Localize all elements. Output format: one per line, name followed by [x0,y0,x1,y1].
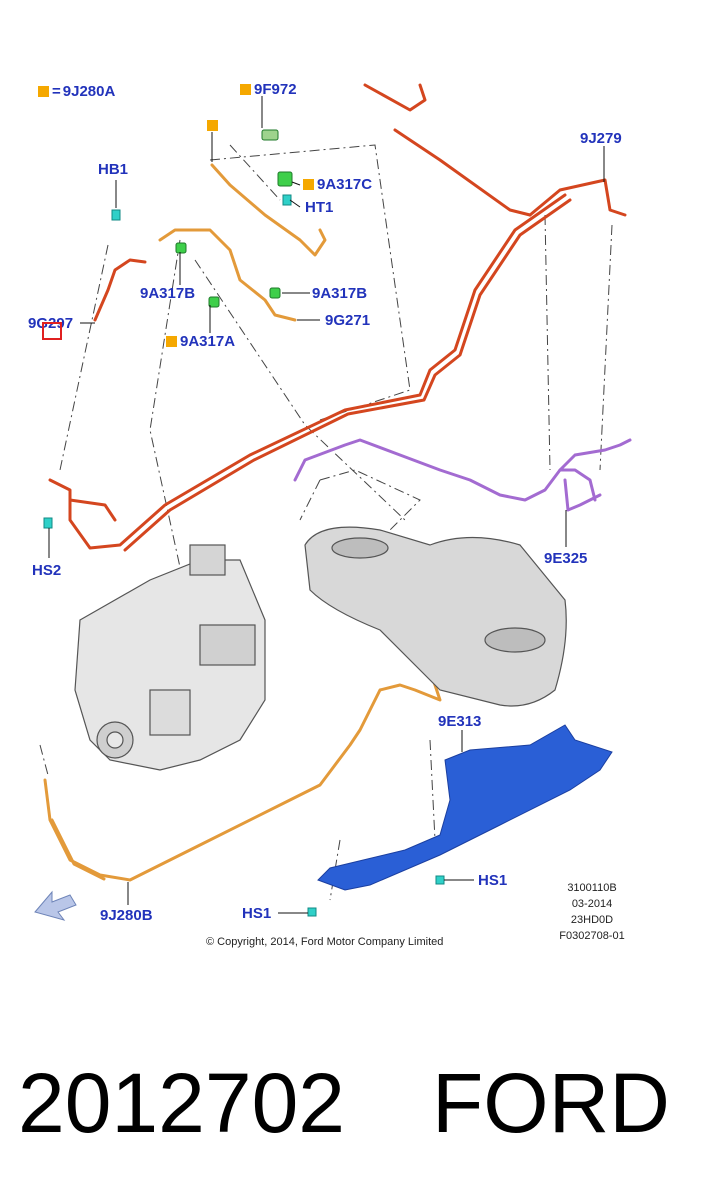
callout-HT1: HT1 [305,199,334,216]
legend-label: 9J280A [62,83,116,100]
engine-illustration [74,544,266,771]
copyright-notice: © Copyright, 2014, Ford Motor Company Li… [206,936,444,948]
info-line: 3100110B [567,882,617,894]
drawing-info-block: 3100110B 03-2014 23HD0D F0302708-01 [552,880,632,944]
callout-9J280B: 9J280B [100,907,153,924]
callout-9A317B-right: 9A317B [312,285,368,302]
heat-shield [317,724,613,891]
callout-HB1: HB1 [98,161,129,178]
callout-9A317C: 9A317C [303,177,372,193]
fuel-line [43,163,442,882]
info-line: 23HD0D [570,914,614,926]
highlight-box [42,322,62,340]
legend-equals: = [52,83,61,100]
callout-9F972: 9F972 [240,82,297,98]
callout-9E313: 9E313 [438,713,482,730]
callout-9E325: 9E325 [544,550,588,567]
callout-HS1-right: HS1 [478,872,508,889]
legend: =9J280A [38,84,115,100]
callout-9J279: 9J279 [580,130,622,147]
brake-line [48,83,627,552]
brand-name: FORD [432,1056,670,1150]
callout-leaders [48,96,605,914]
marker-square-icon [303,179,314,190]
marker-square-icon [240,84,251,95]
clips [175,129,293,308]
callout-9G271: 9G271 [325,312,371,329]
callout-9A317A: 9A317A [166,334,235,350]
callout-HS1-left: HS1 [242,905,272,922]
info-line: 03-2014 [571,898,613,910]
vapor-line [293,438,632,512]
fuel-system-diagram [34,83,632,921]
legend-square-icon [38,86,49,97]
marker-square-icon [207,120,218,131]
fuel-tank-illustration [304,526,567,707]
fasteners [43,194,445,917]
marker-square-icon [166,336,177,347]
part-number: 2012702 [18,1056,346,1150]
front-direction-arrow-icon [34,890,77,921]
callout-HS2: HS2 [32,562,62,579]
callout-9A317B-left: 9A317B [140,285,196,302]
info-line: F0302708-01 [559,930,625,942]
